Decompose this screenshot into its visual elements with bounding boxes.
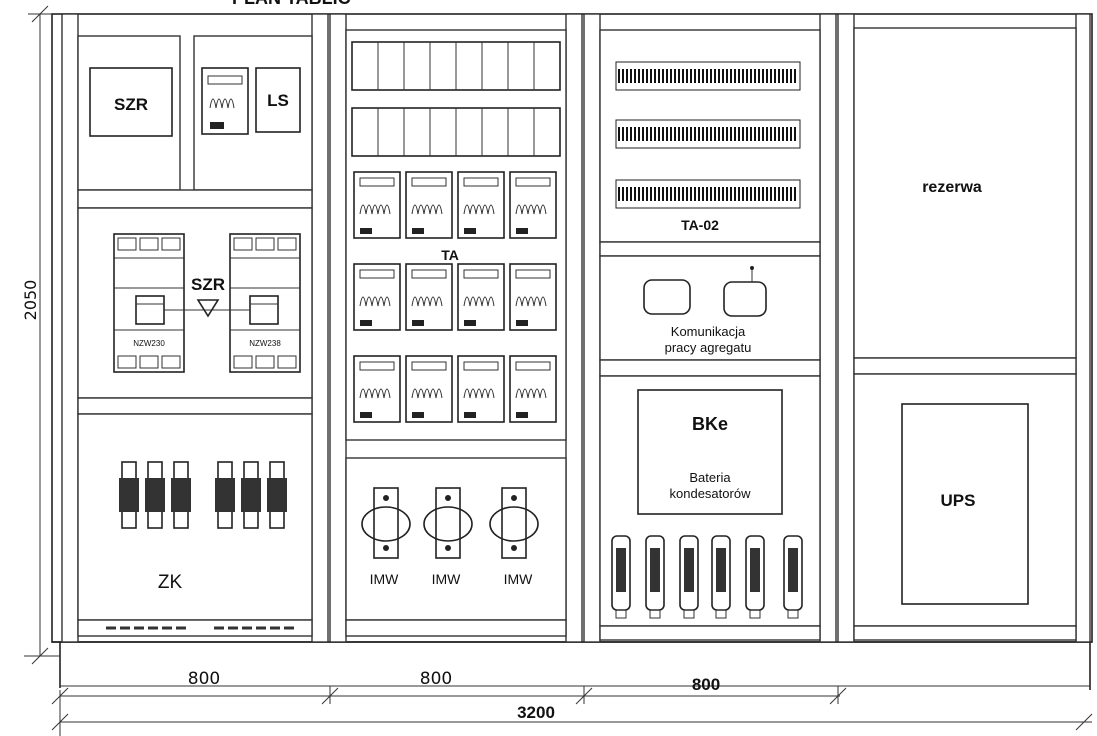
szr-top-label: SZR (114, 95, 148, 114)
imw-disconnector-1-icon (361, 487, 411, 559)
bateria-line1: Bateria (689, 470, 731, 485)
fuse-group-left-icon (119, 461, 191, 529)
imw-disconnector-3-icon (489, 487, 539, 559)
section-1: SZR LS NZW230 (77, 35, 313, 637)
capacitor-icon (783, 535, 803, 619)
ta-compartment (345, 29, 567, 441)
width-label-3: 800 (692, 675, 720, 694)
ta-label: TA (441, 247, 459, 263)
breaker-icon (353, 263, 401, 331)
imw-disconnector-2-icon (423, 487, 473, 559)
zk-compartment (77, 413, 313, 621)
ups-box (901, 403, 1029, 605)
komunikacja-line2: pracy agregatu (665, 340, 752, 355)
rezerwa-label: rezerwa (922, 179, 982, 196)
bateria-line2: kondesatorów (670, 486, 752, 501)
width-label-1: 800 (188, 669, 220, 689)
breaker-icon (405, 355, 453, 423)
ups-compartment (853, 373, 1077, 627)
ls-breaker-icon (201, 67, 249, 135)
breaker-icon (509, 171, 557, 239)
height-label: 2050 (21, 280, 40, 321)
szr-top-box (89, 67, 173, 137)
breaker-icon (405, 171, 453, 239)
breaker-icon (353, 355, 401, 423)
breaker-icon (457, 171, 505, 239)
communication-compartment (599, 255, 821, 361)
capacitor-icon (679, 535, 699, 619)
column-posts (61, 13, 1091, 643)
fuse-group-right-icon (215, 461, 287, 529)
breaker-model-left: NZW230 (133, 339, 165, 348)
breaker-icon (457, 263, 505, 331)
ta-breaker-grid (353, 171, 557, 423)
ls-label: LS (267, 91, 289, 110)
diagram-title: PLAN TABLIC (232, 0, 351, 8)
antenna-device-icon (723, 266, 767, 317)
ups-label: UPS (941, 491, 976, 510)
terminal-block-rows (615, 61, 801, 209)
section-4: rezerwa UPS (853, 27, 1077, 641)
width-label-2: 800 (420, 669, 452, 689)
breaker-icon (509, 263, 557, 331)
imw-label-1: IMW (370, 571, 400, 587)
height-dimension: 2050 (21, 5, 60, 665)
modular-row-2 (351, 107, 561, 157)
total-width-label: 3200 (517, 703, 555, 722)
breaker-icon (353, 171, 401, 239)
ls-box (255, 67, 301, 133)
capacitor-icon (745, 535, 765, 619)
szr-mid-label: SZR (191, 275, 225, 294)
bke-label: BKe (692, 414, 728, 434)
section-2: TA IMW IMW IMW (345, 29, 567, 637)
ls-compartment (193, 35, 313, 191)
width-dimensions: 800 800 800 3200 (51, 669, 1093, 736)
imw-label-2: IMW (432, 571, 462, 587)
modular-row-1 (351, 41, 561, 91)
capacitor-icon (711, 535, 731, 619)
capacitor-icon (645, 535, 665, 619)
imw-label-3: IMW (504, 571, 534, 587)
ta02-label: TA-02 (681, 217, 719, 233)
terminal-strip (77, 619, 313, 637)
interlock-triangle-icon (196, 299, 220, 318)
rezerwa-compartment (853, 27, 1077, 359)
section-3: TA-02 Komunikacja pracy agregatu BKe Bat… (599, 29, 821, 641)
nzw-breaker-left: NZW230 (113, 233, 185, 373)
breaker-model-right: NZW238 (249, 339, 281, 348)
breaker-icon (405, 263, 453, 331)
zk-label: ZK (158, 572, 183, 593)
bke-box (637, 389, 783, 515)
imw-compartment (345, 457, 567, 621)
capacitor-icon (611, 535, 631, 619)
komunikacja-line1: Komunikacja (671, 324, 746, 339)
szr-transfer-compartment (77, 207, 313, 399)
modem-icon (643, 279, 691, 315)
breaker-icon (457, 355, 505, 423)
capacitor-row (611, 535, 803, 619)
breaker-icon (509, 355, 557, 423)
nzw-breaker-right: NZW238 (229, 233, 301, 373)
